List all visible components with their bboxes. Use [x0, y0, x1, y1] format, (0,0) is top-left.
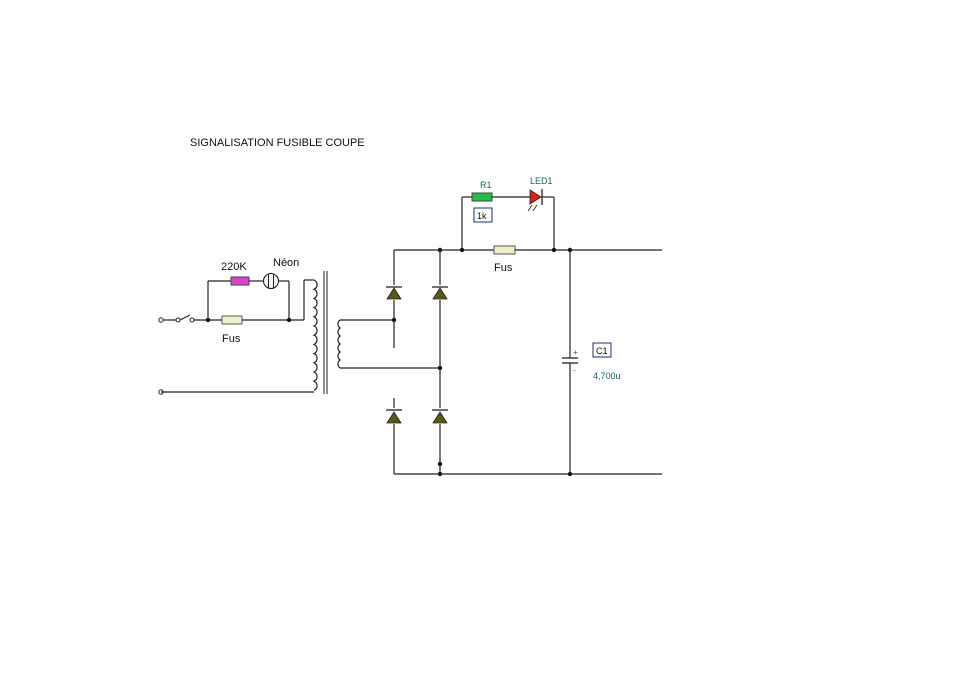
bridge-rectifier	[386, 247, 448, 477]
diagram-title: SIGNALISATION FUSIBLE COUPE	[190, 137, 365, 149]
capacitor-c1	[562, 250, 578, 474]
primary-fuse	[221, 315, 243, 325]
resistor-220k	[230, 276, 250, 286]
diode-d2	[432, 286, 448, 300]
diode-d3	[386, 409, 402, 424]
primary-fuse-label: Fus	[222, 333, 241, 345]
led1	[527, 189, 543, 212]
resistor-r1	[471, 192, 493, 202]
r1-value-box	[473, 207, 493, 223]
switch	[163, 314, 222, 323]
r1-label: R1	[480, 180, 492, 190]
c1-minus: -	[573, 366, 576, 375]
c1-name: C1	[596, 346, 608, 356]
diode-d4	[432, 409, 448, 424]
primary-circuit: Fus 220K Néon	[158, 257, 314, 395]
diode-d1	[386, 286, 402, 300]
neon-label: Néon	[273, 257, 299, 269]
r1-value: 1k	[477, 211, 487, 221]
resistor-220k-label: 220K	[221, 261, 247, 273]
led1-label: LED1	[530, 176, 553, 186]
neon-lamp	[262, 272, 280, 290]
secondary-fuse-label: Fus	[494, 262, 513, 274]
output-section: Fus R1 1k LED1 + -	[394, 176, 662, 477]
transformer	[312, 271, 440, 394]
c1-plus: +	[573, 348, 578, 357]
input-terminal-top	[158, 317, 164, 323]
c1-value: 4,700u	[593, 371, 621, 381]
c1-name-box	[592, 342, 612, 358]
secondary-fuse	[493, 245, 516, 255]
